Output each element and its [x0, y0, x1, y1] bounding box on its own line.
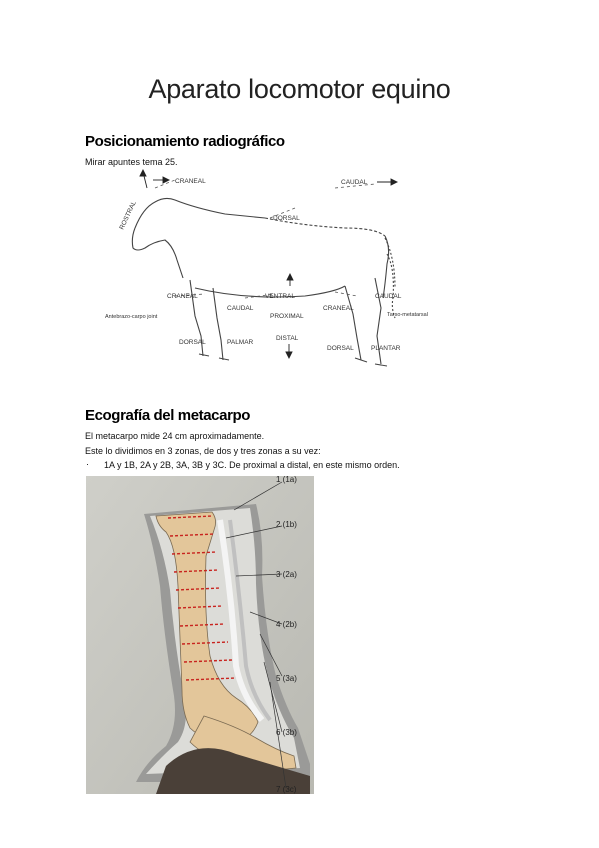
label-dorsal-front: DORSAL: [179, 339, 206, 346]
zone-label: 6 (3b): [276, 728, 297, 737]
zone-label: 1 (1a): [276, 476, 297, 484]
label-carpal-joint: Antebrazo-carpo joint: [105, 314, 158, 320]
zone-label: 5 (3a): [276, 674, 297, 683]
page-title: Aparato locomotor equino: [148, 74, 451, 104]
label-palmar: PALMAR: [227, 339, 254, 346]
label-craneal-hind: CRANEAL: [323, 305, 354, 312]
intro-line-2: Este lo dividimos en 3 zonas, de dos y t…: [85, 446, 321, 456]
label-rostral: ROSTRAL: [118, 200, 137, 231]
label-proximal: PROXIMAL: [270, 313, 304, 320]
label-dorsal-back: DORSAL: [273, 215, 300, 222]
bullet-text: 1A y 1B, 2A y 2B, 3A, 3B y 3C. De proxim…: [104, 460, 400, 470]
label-caudal-front: CAUDAL: [227, 305, 254, 312]
note-text: Mirar apuntes tema 25.: [85, 157, 178, 167]
section-heading-ultrasound: Ecografía del metacarpo: [85, 407, 251, 424]
label-plantar: PLANTAR: [371, 345, 401, 352]
label-caudal-top: CAUDAL: [341, 179, 368, 186]
zone-label: 2 (1b): [276, 520, 297, 529]
label-craneal-front: CRANEAL: [167, 293, 198, 300]
label-tarsal-joint: Tarso-metatarsal: [387, 312, 428, 318]
intro-line-1: El metacarpo mide 24 cm aproximadamente.: [85, 431, 265, 441]
section-heading-radiographic: Posicionamiento radiográfico: [85, 133, 285, 150]
label-ventral: VENTRAL: [265, 293, 295, 300]
label-distal: DISTAL: [276, 335, 299, 342]
label-craneal-top: CRANEAL: [175, 178, 206, 185]
zone-label: 3 (2a): [276, 570, 297, 579]
horse-positioning-diagram: ROSTRAL CRANEAL CAUDAL DORSAL CRANEAL CA…: [105, 168, 428, 367]
bullet-marker: ·: [86, 459, 89, 469]
zone-label: 4 (2b): [276, 620, 297, 629]
zone-label: 7 (3c): [276, 785, 297, 794]
label-caudal-hind: CAUDAL: [375, 293, 402, 300]
label-dorsal-hind: DORSAL: [327, 345, 354, 352]
metacarpus-zones-figure: 1 (1a) 2 (1b) 3 (2a) 4 (2b) 5 (3a) 6 (3b…: [86, 476, 314, 794]
